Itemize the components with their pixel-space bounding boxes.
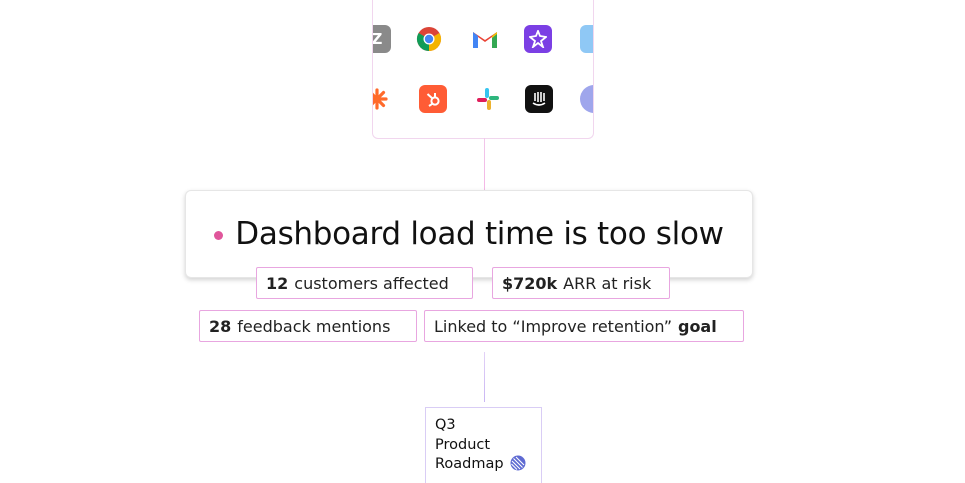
intercom-icon: [525, 85, 553, 113]
chrome-icon: [415, 25, 443, 53]
roadmap-line-1: Q3: [435, 417, 456, 433]
mentions-label: feedback mentions: [237, 316, 391, 336]
connector-line-bottom: [484, 352, 485, 402]
intercom-icon-partial: [580, 25, 593, 53]
slack-icon: [474, 85, 502, 113]
linear-icon: [510, 455, 526, 471]
roadmap-line-3-row: Roadmap: [435, 455, 532, 475]
goal-suffix: goal: [677, 316, 717, 336]
productboard-icon-partial: [580, 85, 593, 113]
mentions-count: 28: [209, 316, 232, 336]
arr-label: ARR at risk: [563, 273, 652, 293]
zendesk-icon: Z: [373, 25, 391, 53]
pendo-icon: [524, 25, 552, 53]
customers-label: customers affected: [294, 273, 449, 293]
roadmap-line-2: Product: [435, 436, 491, 453]
roadmap-card[interactable]: Q3 Product Roadmap: [425, 407, 542, 483]
insight-title: Dashboard load time is too slow: [235, 216, 724, 252]
gmail-icon: [471, 25, 499, 53]
arr-value: $720k: [502, 273, 558, 293]
arr-at-risk-tag[interactable]: $720k ARR at risk: [492, 267, 670, 299]
linked-goal-tag[interactable]: Linked to “Improve retention” goal: [424, 310, 744, 342]
hubspot-icon: [419, 85, 447, 113]
status-dot: [214, 230, 224, 240]
connector-line-top: [484, 138, 485, 190]
customers-affected-tag[interactable]: 12 customers affected: [256, 267, 473, 299]
roadmap-line-3: Roadmap: [435, 456, 504, 472]
zapier-icon: [373, 85, 391, 113]
feedback-mentions-tag[interactable]: 28 feedback mentions: [199, 310, 417, 342]
integrations-panel: Z: [372, 0, 594, 139]
customers-count: 12: [266, 273, 289, 293]
insight-card[interactable]: Dashboard load time is too slow: [185, 190, 753, 278]
goal-prefix: Linked to “Improve retention”: [434, 316, 672, 336]
